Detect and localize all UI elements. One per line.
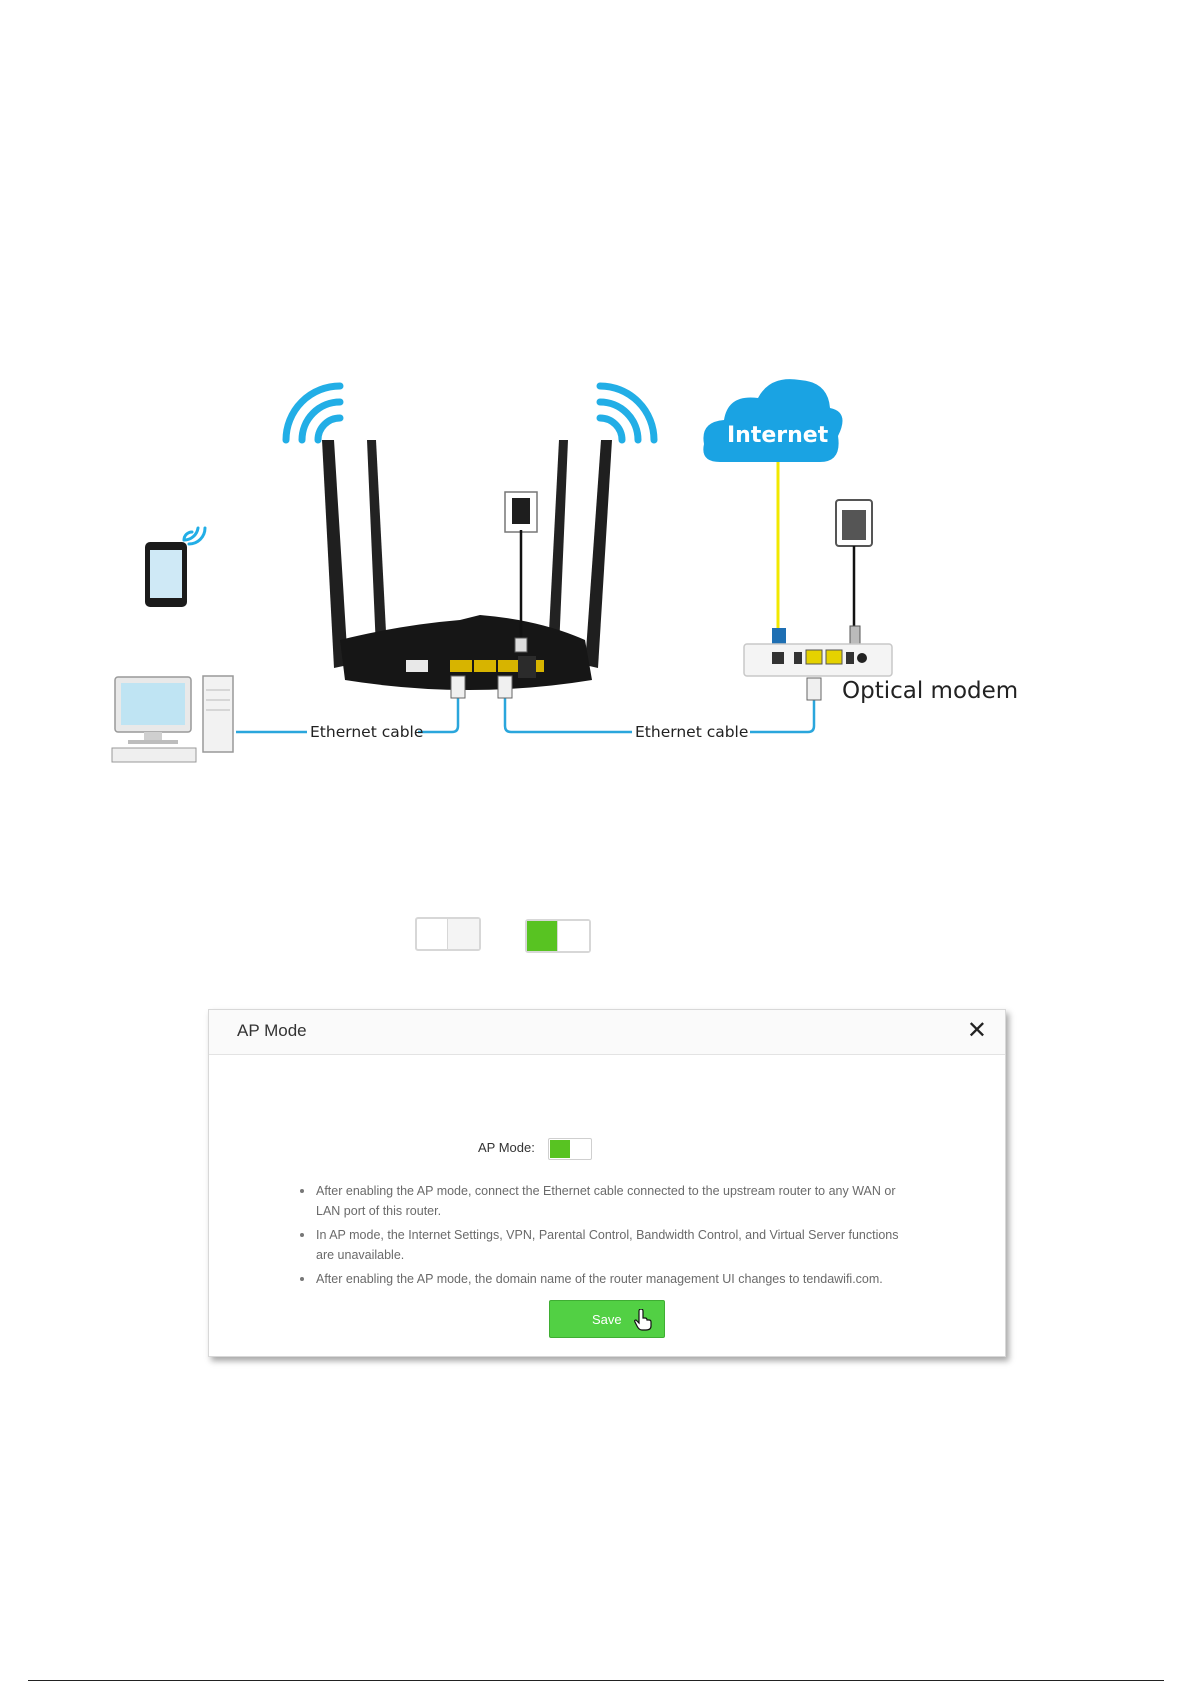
note-item: After enabling the AP mode, connect the … [298,1181,918,1221]
ethernet-cable-left [236,698,460,734]
tablet-icon [145,526,207,607]
internet-cloud-icon [703,379,843,462]
internet-label: Internet [727,423,829,448]
power-adapter-icon [835,499,873,645]
toggle-off-icon [415,917,481,951]
close-icon[interactable]: ✕ [966,1016,987,1044]
save-button-label: Save [592,1312,622,1327]
network-diagram: Ethernet cable Ethernet cable Internet O… [111,379,1018,763]
note-item: After enabling the AP mode, the domain n… [298,1269,918,1289]
desktop-computer-icon [111,675,234,763]
dialog-title: AP Mode [237,1021,307,1040]
toggle-on-icon [525,919,591,953]
wifi-signal-icon [596,382,658,444]
optical-modem-icon [743,643,893,677]
note-item: In AP mode, the Internet Settings, VPN, … [298,1225,918,1265]
page-footer-rule [28,1680,1164,1681]
ap-mode-toggle[interactable] [548,1138,592,1160]
wifi-signal-icon [282,382,344,444]
ethernet-cable-label-right: Ethernet cable [635,723,748,741]
save-button[interactable]: Save [549,1300,665,1338]
ap-mode-dialog: AP Mode ✕ [208,1009,1006,1357]
ethernet-cable-label-left: Ethernet cable [310,723,423,741]
dialog-header: AP Mode ✕ [209,1010,1005,1055]
ap-mode-label: AP Mode: [478,1140,535,1155]
hand-cursor-icon [634,1309,652,1331]
ap-mode-notes: After enabling the AP mode, connect the … [298,1181,918,1293]
ethernet-cable-right [503,698,816,734]
router-icon [322,440,612,690]
power-adapter-icon [504,491,538,653]
optical-modem-label: Optical modem [842,678,1018,704]
